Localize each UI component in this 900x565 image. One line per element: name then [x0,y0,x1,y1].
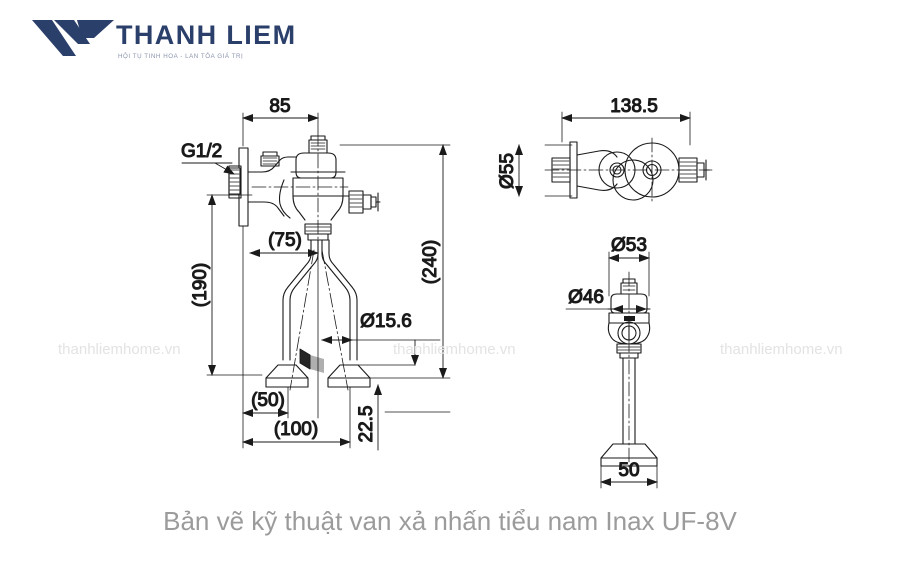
view-front-elevation: 85 (75) (190) (240) Ø15.6 (50) (100) 22.… [180,95,451,451]
brand-logo: THANH LIEM HỘI TỤ TINH HOA - LAN TỎA GIÁ… [30,14,295,72]
thread-callout-text: G1/2 [181,141,222,162]
logo-wordmark: THANH LIEM [116,20,297,50]
dim-190-text: (190) [190,263,211,307]
view-side-elevation: Ø53 Ø46 50 [565,234,658,489]
dim-d46-text: Ø46 [568,287,604,308]
watermark: thanhliemhome.vn [58,341,181,358]
logo-mark-icon [32,20,114,56]
dim-50-text: (50) [251,390,285,411]
dim-d53-text: Ø53 [611,235,647,256]
view-top-plan: 138.5 Ø55 [496,95,713,203]
watermark: thanhliemhome.vn [393,341,516,358]
dim-1385-text: 138.5 [610,96,658,117]
watermark: thanhliemhome.vn [720,341,843,358]
dim-d55-text: Ø55 [497,153,518,189]
drawing-caption: Bản vẽ kỹ thuật van xả nhấn tiểu nam Ina… [163,506,737,536]
dim-100-text: (100) [274,419,318,440]
dim-240-text: (240) [420,240,441,284]
dim-225-text: 22.5 [356,406,377,443]
dim-75-text: (75) [268,230,302,251]
logo-tagline: HỘI TỤ TINH HOA - LAN TỎA GIÁ TRỊ [118,53,244,60]
dim-50b-text: 50 [618,460,639,481]
dim-d156-text: Ø15.6 [360,311,412,332]
dim-85-text: 85 [269,96,290,117]
